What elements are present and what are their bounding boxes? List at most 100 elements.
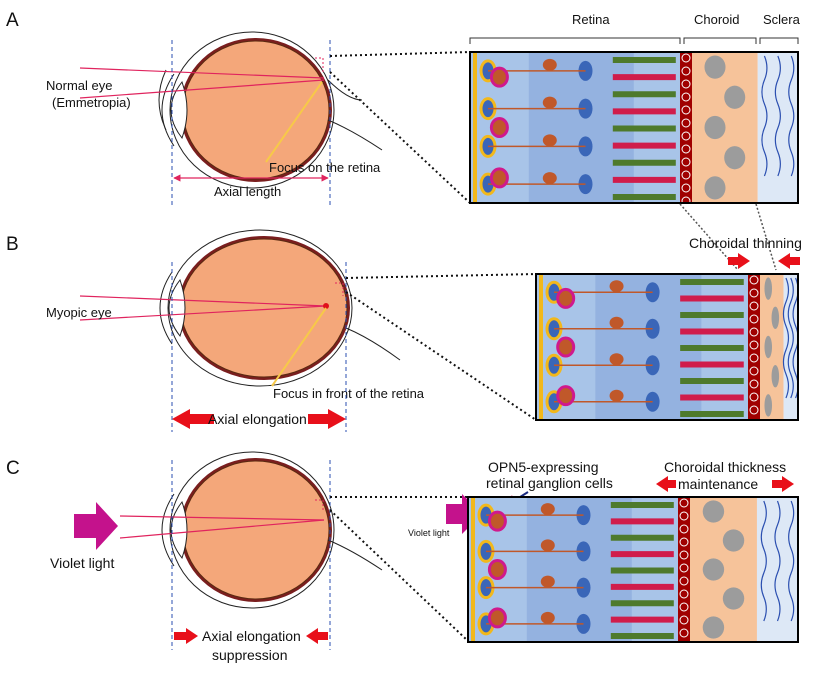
rpe-cell [749, 405, 759, 415]
focus-on-retina-label: Focus on the retina [269, 160, 381, 175]
zoom-line-bottom [329, 71, 471, 204]
axial-elongation-arrow-left [172, 409, 214, 429]
rpe-cell [749, 314, 759, 324]
sclera-bracket [759, 37, 799, 44]
rpe-cell [681, 144, 691, 154]
rpe-cell [749, 275, 759, 285]
scleral-fiber [774, 500, 781, 622]
rod-photoreceptor [610, 567, 674, 574]
cone-photoreceptor [610, 551, 674, 558]
scleral-fiber [774, 55, 781, 177]
bipolar-cell [540, 503, 555, 516]
opn5-ganglion-cell [556, 385, 576, 407]
retina-cross-section-c [467, 496, 799, 643]
retina-cross-section-b [535, 273, 799, 421]
choroidal-thinning-label: Choroidal thinning [689, 235, 802, 251]
retina-label: Retina [572, 12, 610, 27]
rpe-cell [749, 301, 759, 311]
bipolar-cell [609, 353, 624, 366]
axial-suppression-label-2: suppression [212, 647, 288, 663]
bipolar-cell [609, 389, 624, 402]
axial-elongation-label: Axial elongation [208, 411, 307, 427]
myopic-dashed-box [335, 282, 344, 296]
bipolar-cell [540, 539, 555, 552]
choroid-label: Choroid [694, 12, 740, 27]
myopic-eye-illustration [159, 229, 401, 387]
suppression-arrow-right [306, 628, 328, 644]
opn5-ganglion-cell [489, 117, 509, 138]
rpe-cell [749, 392, 759, 402]
rpe-cell [681, 196, 691, 206]
rpe-cell [749, 379, 759, 389]
thickness-arrow-right [772, 476, 794, 492]
scleral-fiber [782, 277, 790, 399]
bipolar-cell [540, 575, 555, 588]
myopic-focus-pointer [271, 307, 327, 387]
rpe-cell [681, 66, 691, 76]
bipolar-cell [609, 280, 624, 293]
rpe-cell [749, 340, 759, 350]
thinning-arrow-right [778, 253, 800, 269]
choroidal-vessel [704, 55, 726, 79]
rpe-cell [679, 615, 689, 625]
choroidal-vessel [704, 115, 726, 140]
cone-photoreceptor [680, 394, 744, 401]
opn5-ganglion-cell [487, 607, 507, 629]
rpe-cell [681, 157, 691, 167]
rpe-cell [681, 92, 691, 102]
rpe-cell [679, 498, 689, 508]
opn5-label-2: retinal ganglion cells [486, 475, 613, 491]
choroidal-thickness-label-1: Choroidal thickness [664, 459, 786, 475]
opn5-ganglion-cell [556, 287, 576, 309]
violet-ray-lower [119, 519, 325, 539]
retina-cross-section-a [469, 51, 799, 206]
cone-photoreceptor [612, 74, 676, 81]
opn5-ganglion-cell [556, 336, 576, 358]
scleral-fiber [787, 277, 794, 399]
opn5-ganglion-cell [487, 510, 507, 532]
rod-photoreceptor [612, 57, 676, 63]
choroidal-vessel [722, 529, 745, 552]
focus-pointer-line [265, 81, 323, 163]
opn5-ganglion-cell [487, 559, 507, 580]
sclera-layer [783, 274, 798, 420]
choroidal-vessel [722, 587, 745, 610]
rod-photoreceptor [610, 633, 674, 639]
choroidal-vessel [764, 277, 773, 300]
cross-section-border [467, 496, 799, 643]
scleral-fiber [760, 500, 767, 622]
nerve-fiber-layer [471, 497, 475, 642]
rpe-cell [681, 131, 691, 141]
cone-photoreceptor [612, 108, 676, 115]
rod-photoreceptor [612, 194, 676, 200]
choroidal-vessel [702, 500, 725, 523]
axial-suppression-label-1: Axial elongation [202, 628, 301, 644]
violet-dashed-box [315, 499, 324, 512]
rod-photoreceptor [610, 600, 674, 607]
choroid-bracket [683, 37, 757, 44]
rpe-cell [679, 537, 689, 547]
rod-photoreceptor [680, 345, 744, 351]
bipolar-cell [542, 172, 557, 185]
scleral-fiber [788, 500, 795, 622]
cross-section-border [469, 51, 799, 204]
choroidal-vessel [702, 558, 725, 581]
cross-section-border [535, 273, 799, 421]
rpe-cell [681, 118, 691, 128]
opn5-ganglion-cell [489, 167, 509, 189]
zoom-line-bottom-c [329, 509, 469, 642]
panel-b: B Myopic eye Focus in front of the retin… [6, 203, 802, 432]
violet-ray-upper [119, 515, 325, 521]
cone-photoreceptor [680, 295, 744, 302]
rpe-cell [679, 511, 689, 521]
choroidal-vessel [764, 394, 773, 417]
cone-photoreceptor [680, 328, 744, 335]
sclera-label: Sclera [763, 12, 801, 27]
violet-eye-illustration [161, 451, 383, 609]
thinning-arrow-left [728, 253, 750, 269]
emmetropia-label: (Emmetropia) [52, 95, 131, 110]
violet-light-small-arrow [446, 494, 482, 534]
rod-photoreceptor [612, 91, 676, 98]
cone-photoreceptor [610, 616, 674, 623]
rod-photoreceptor [680, 312, 744, 318]
